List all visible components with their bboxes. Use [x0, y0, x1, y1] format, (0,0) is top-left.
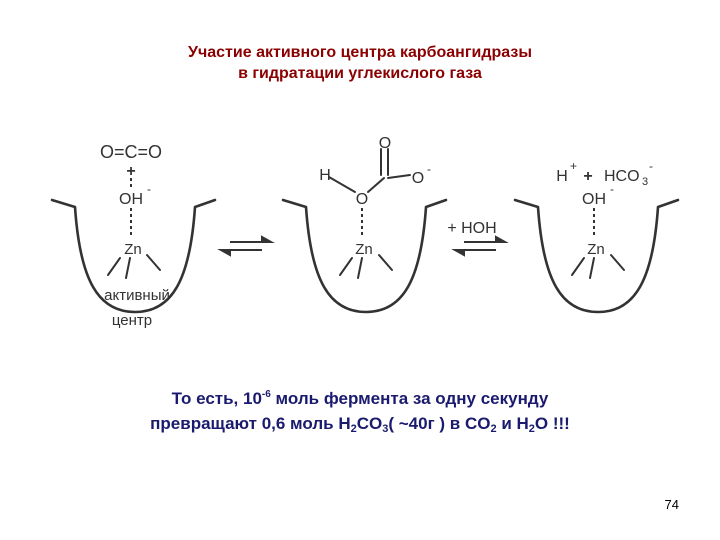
- caption: То есть, 10-6 моль фермента за одну секу…: [0, 382, 720, 442]
- plus-sign-c: +: [583, 168, 592, 185]
- title-line-1: Участие активного центра карбоангидразы: [188, 44, 532, 61]
- title-line-2: в гидратации углекислого газа: [238, 65, 482, 82]
- caption-line-1: То есть, 10-6 моль фермента за одну секу…: [171, 389, 549, 408]
- oxygen-b1-label: O: [379, 135, 391, 152]
- bicarbonate-subscript: 3: [642, 176, 648, 188]
- enzyme-pocket-b: [281, 198, 448, 314]
- hydroxide-a-label: OH: [119, 191, 143, 208]
- reaction-scheme: O=C=O + OH - Zn активный центр H O O O -…: [50, 135, 680, 329]
- proton-charge: +: [570, 159, 577, 173]
- active-center-label-2: центр: [112, 312, 152, 329]
- enzyme-pocket-c: [513, 198, 680, 314]
- oxygen-b3-charge: -: [427, 162, 431, 176]
- active-center-label-1: активный: [104, 287, 170, 304]
- zinc-a-label: Zn: [124, 241, 142, 258]
- caption-line-2: превращают 0,6 моль H2CO3( ~40г ) в CO2 …: [150, 414, 570, 435]
- hydroxide-c-charge: -: [610, 182, 614, 196]
- zinc-b-label: Zn: [355, 241, 373, 258]
- oxygen-b3-label: O: [412, 170, 424, 187]
- co2-label: O=C=O: [100, 142, 162, 162]
- hydroxide-a-charge: -: [147, 182, 151, 196]
- page-number: 74: [664, 497, 679, 512]
- slide-title: Участие активного центра карбоангидразы …: [0, 42, 720, 84]
- bicarbonate-label: HCO: [604, 168, 640, 185]
- hydroxide-c-label: OH: [582, 191, 606, 208]
- zinc-c-label: Zn: [587, 241, 605, 258]
- plus-sign-a: +: [126, 163, 135, 180]
- enzyme-pocket-a: [50, 198, 217, 314]
- plus-water-label: + HOH: [447, 220, 496, 237]
- proton-label: H: [556, 168, 568, 185]
- oxygen-b2-label: O: [356, 191, 368, 208]
- bicarbonate-charge: -: [649, 159, 653, 173]
- hydrogen-b-label: H: [319, 167, 331, 184]
